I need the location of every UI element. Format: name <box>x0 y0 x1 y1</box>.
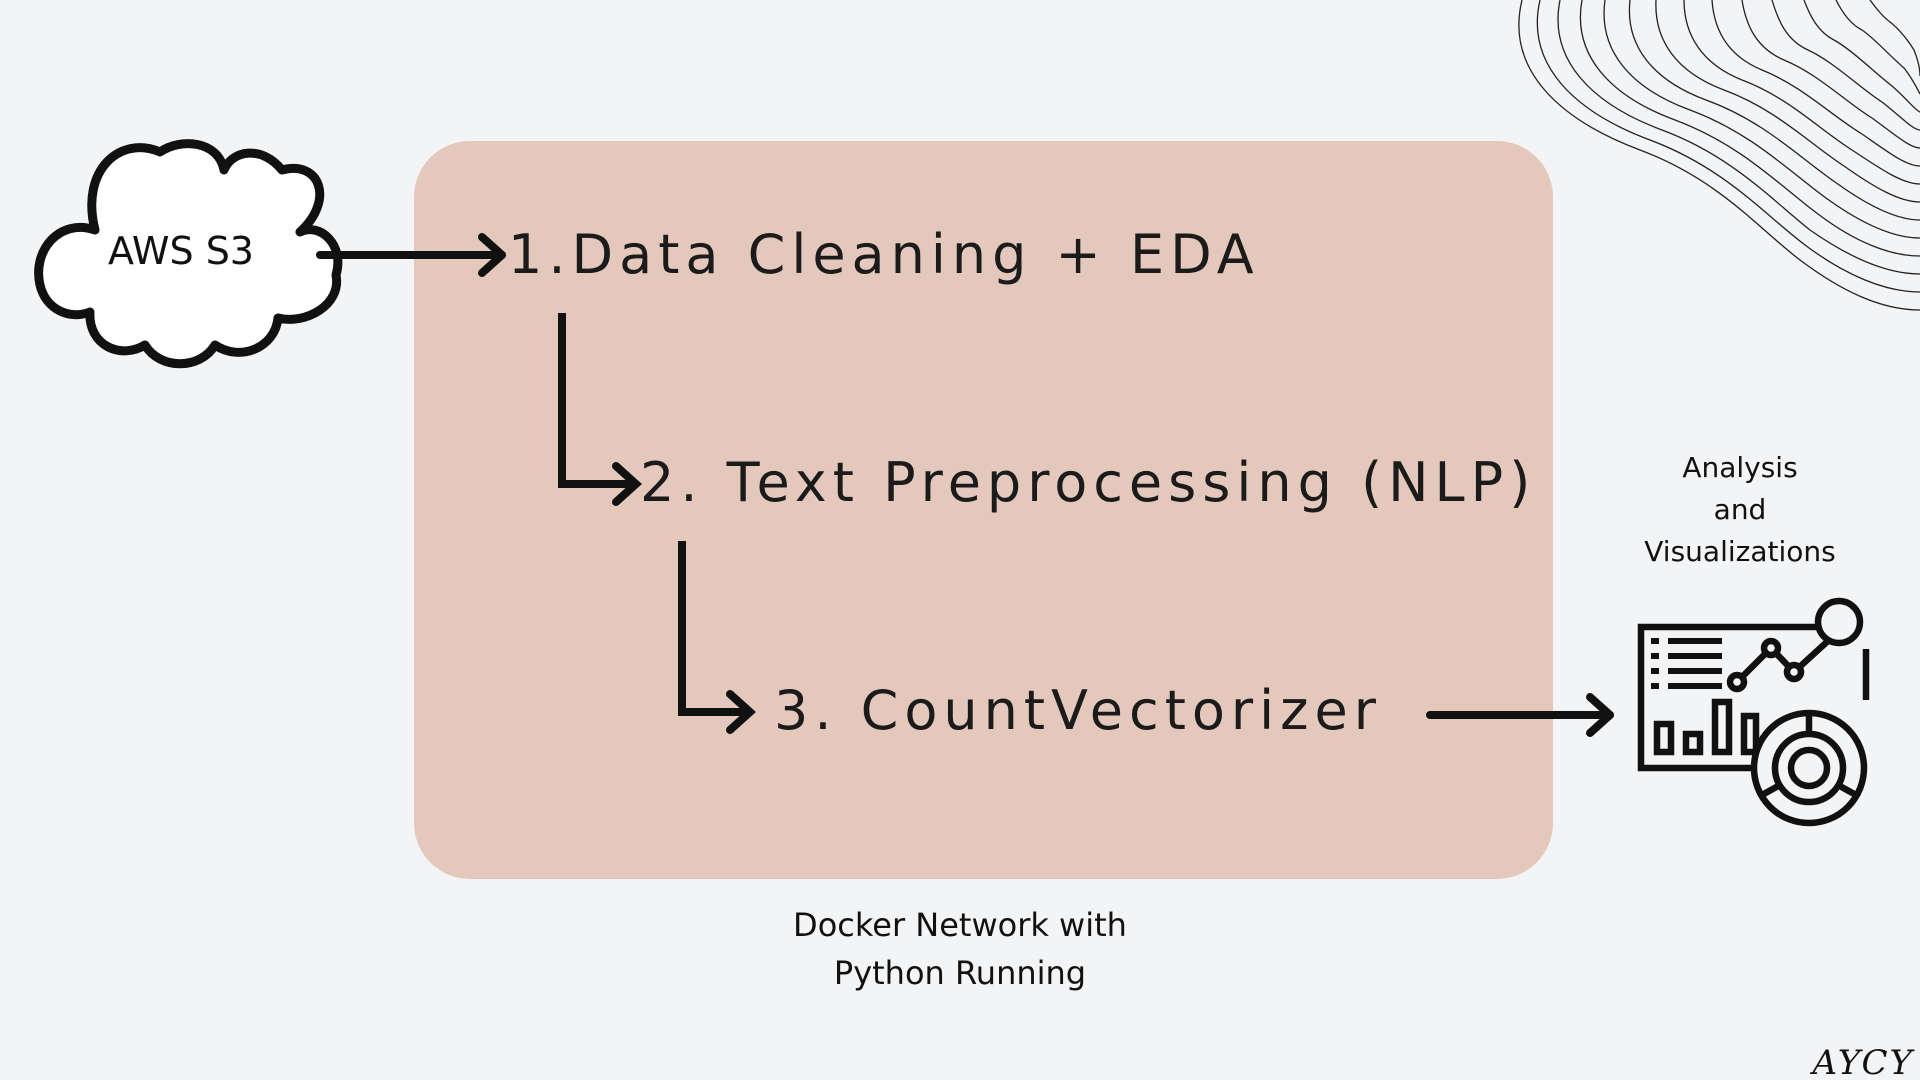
analytics-dashboard-icon <box>1637 597 1870 827</box>
arrow-cloud-to-step1 <box>316 233 506 277</box>
container-caption: Docker Network with Python Running <box>760 901 1160 997</box>
step-3-label: 3. CountVectorizer <box>774 679 1382 742</box>
wavy-lines-decoration <box>1518 0 1920 311</box>
source-label: AWS S3 <box>108 229 254 273</box>
signature: AYCY <box>1812 1043 1914 1080</box>
step-2-label: 2. Text Preprocessing (NLP) <box>640 451 1537 514</box>
container-caption-line1: Docker Network with <box>793 906 1127 944</box>
arrow-step3-to-output <box>1426 693 1614 737</box>
arrow-step1-to-step2 <box>558 313 642 506</box>
output-caption: Analysis and Visualizations <box>1610 447 1870 573</box>
output-caption-line1: Analysis <box>1682 451 1798 484</box>
output-caption-line3: Visualizations <box>1644 535 1836 568</box>
cloud-icon <box>34 139 343 369</box>
docker-container-box <box>414 141 1553 879</box>
arrow-step2-to-step3 <box>678 541 756 734</box>
container-caption-line2: Python Running <box>833 954 1087 992</box>
output-caption-line2: and <box>1713 493 1767 526</box>
step-1-label: 1.Data Cleaning + EDA <box>508 223 1260 286</box>
